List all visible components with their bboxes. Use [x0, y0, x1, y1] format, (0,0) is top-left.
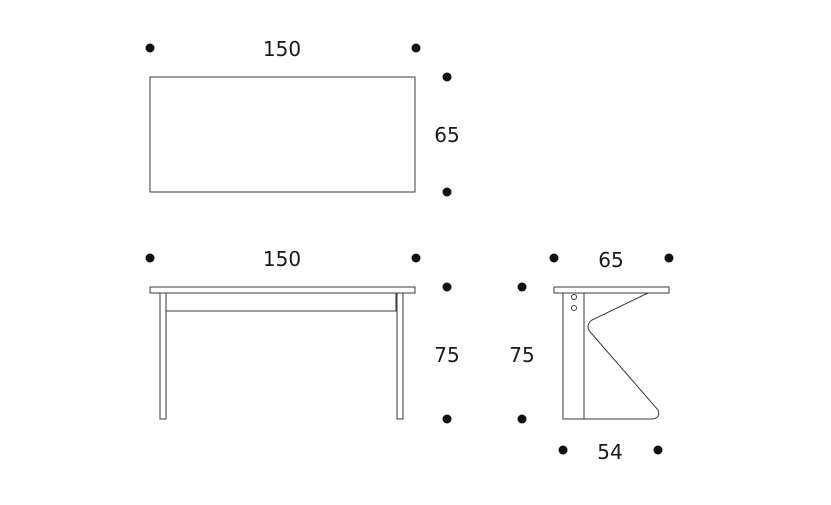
desk-side-drawing: [553, 286, 670, 420]
side-base-label: 54: [597, 440, 622, 464]
desk-front-drawing: [149, 286, 416, 420]
bolt-hole-icon: [571, 305, 577, 311]
top-width-label: 150: [263, 37, 301, 61]
tabletop-plan: [149, 76, 416, 193]
top-view: 150 65: [145, 37, 460, 197]
drawer-apron: [165, 292, 397, 312]
dimension-dot: [145, 43, 155, 53]
dimension-dot: [442, 72, 452, 82]
tabletop-edge: [149, 286, 416, 294]
dimension-dot: [411, 43, 421, 53]
front-width-label: 150: [263, 247, 301, 271]
dimension-dot: [145, 253, 155, 263]
dimension-dot: [442, 187, 452, 197]
dimension-dot: [442, 282, 452, 292]
front-height-label: 75: [434, 343, 459, 367]
top-depth-label: 65: [434, 123, 459, 147]
dimension-dot: [549, 253, 559, 263]
dimension-dot: [442, 414, 452, 424]
dimension-dot: [517, 282, 527, 292]
bolt-hole-icon: [571, 294, 577, 300]
dimension-dot: [558, 445, 568, 455]
side-depth-label: 65: [598, 248, 623, 272]
side-view: 65 75 54: [509, 248, 674, 464]
side-height-label: 75: [509, 343, 534, 367]
dimension-dot: [664, 253, 674, 263]
side-front-panel: [562, 292, 585, 420]
front-view: 150 75: [145, 247, 460, 424]
dimension-dot: [653, 445, 663, 455]
side-tabletop: [553, 286, 670, 294]
right-leg: [396, 292, 404, 420]
dimension-dot: [411, 253, 421, 263]
left-leg: [159, 292, 167, 420]
side-bracket: [584, 292, 660, 420]
dimension-dot: [517, 414, 527, 424]
